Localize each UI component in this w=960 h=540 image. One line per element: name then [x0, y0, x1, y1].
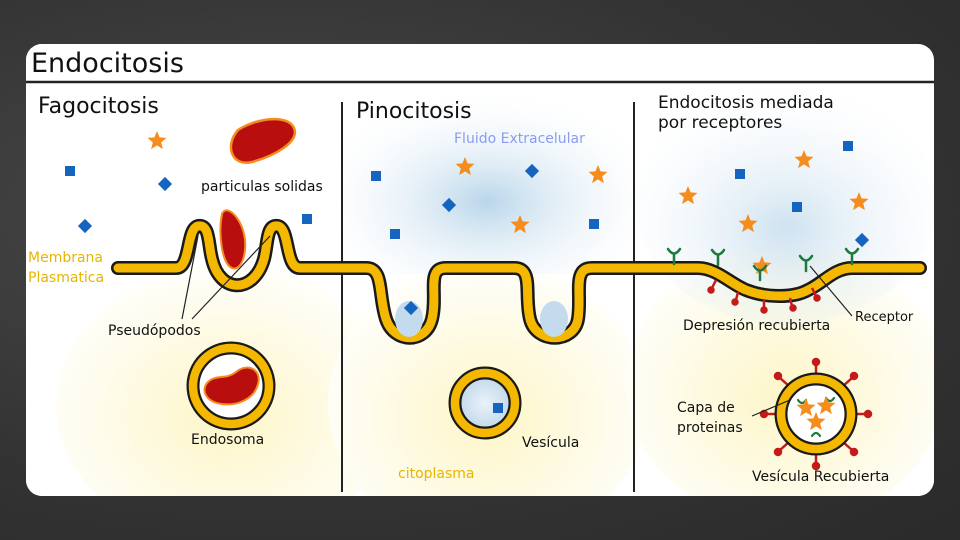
membrane-receptors [666, 247, 860, 282]
heading-fagocitosis: Fagocitosis [38, 94, 159, 119]
diagram-title: Endocitosis [31, 48, 184, 79]
label-membrana-1: Membrana [28, 250, 103, 266]
label-vesicula: Vesícula [522, 435, 579, 451]
heading-receptores-2: por receptores [658, 113, 782, 133]
label-capa-2: proteinas [677, 420, 743, 436]
label-fluido: Fluido Extracelular [454, 131, 585, 147]
title-box [26, 44, 198, 81]
label-depresion: Depresión recubierta [683, 318, 830, 334]
vesicle-solute [493, 403, 503, 413]
coated-vesicle [759, 357, 873, 471]
endosome-particle [203, 366, 260, 406]
pseudopod-pointer-1 [181, 235, 199, 320]
label-endosoma: Endosoma [191, 432, 264, 448]
pseudopod-pointer-2 [191, 235, 271, 320]
label-capa-1: Capa de [677, 400, 735, 416]
diagram-card: Endocitosis Fagocitosis Pinocitosis Endo… [26, 44, 934, 496]
label-particulas: particulas solidas [201, 179, 323, 195]
coated-pit-proteins [707, 279, 821, 314]
label-pseudopodos: Pseudópodos [108, 323, 201, 339]
label-citoplasma: citoplasma [398, 466, 475, 482]
endosome-membrane [188, 343, 274, 429]
protein-coat-pointer [751, 399, 791, 417]
endocytosis-diagram: Endocitosis Fagocitosis Pinocitosis Endo… [26, 44, 934, 496]
extracellular-fluid-bg [342, 94, 632, 274]
vesicle-membrane [450, 368, 520, 438]
label-vesicula-recubierta: Vesícula Recubierta [752, 469, 889, 485]
engulfed-particle [219, 209, 247, 270]
label-receptor: Receptor [855, 310, 914, 325]
receptor-pointer [809, 265, 853, 317]
heading-receptores-1: Endocitosis mediada [658, 93, 834, 113]
heading-pinocitosis: Pinocitosis [356, 99, 472, 124]
solid-particle [229, 117, 297, 164]
pinocytosis-pocket-2 [540, 301, 568, 337]
label-membrana-2: Plasmatica [28, 270, 104, 286]
